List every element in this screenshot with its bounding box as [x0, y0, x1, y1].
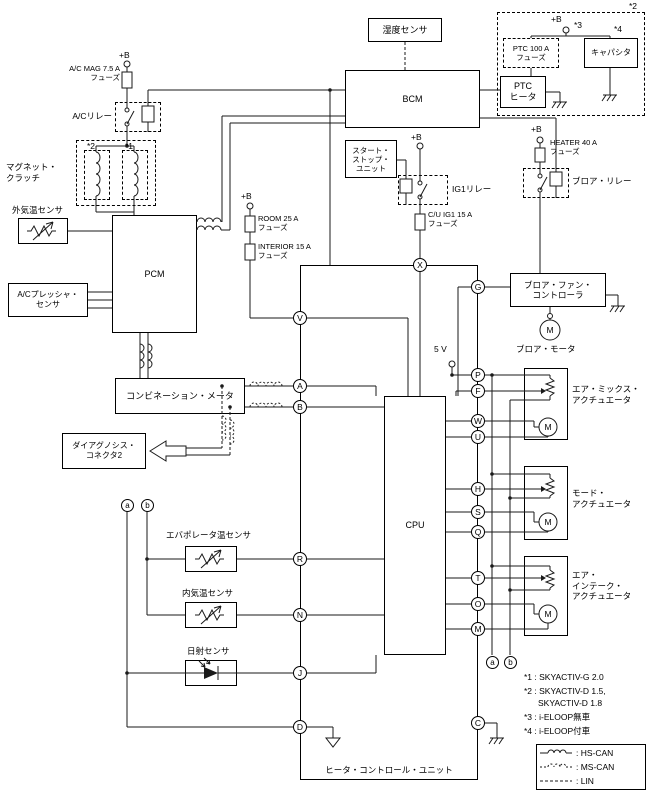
ac-mag-fuse-icon — [121, 71, 133, 89]
room-fuse-icon — [244, 215, 256, 233]
relay-icons — [124, 102, 563, 205]
cu-ig1-fuse-label: C/U IG1 15 A フューズ — [428, 210, 473, 229]
combination-meter-box: コンビネーション・メータ — [115, 378, 245, 414]
legend-lin-label: : LIN — [576, 776, 594, 786]
mode-actuator-box — [524, 466, 568, 540]
connector-f: F — [471, 384, 485, 398]
legend-ms-can-label: : MS-CAN — [576, 762, 615, 772]
star4-label: *4 — [614, 24, 623, 34]
ptc-option-dashed-box — [497, 12, 645, 116]
blower-fan-controller-box: ブロア・ファン・ コントローラ — [510, 273, 606, 307]
connector-g: G — [471, 280, 485, 294]
connector-t: T — [471, 571, 485, 585]
blower-motor-icon — [539, 319, 561, 341]
outside-temp-sensor-label: 外気温センサ — [12, 205, 64, 215]
ac-relay-label: A/Cリレー — [72, 111, 112, 121]
interior-temp-sensor-label: 内気温センサ — [182, 588, 234, 598]
capacitor-box: キャパシタ — [584, 38, 638, 68]
connector-j: J — [293, 666, 307, 680]
star2-corner-label: *2 — [629, 1, 638, 11]
connector-h: H — [471, 482, 485, 496]
ac-mag-fuse-label: A/C MAG 7.5 A フューズ — [69, 64, 120, 83]
blower-motor-terminal — [547, 313, 553, 319]
air-mix-actuator-box — [524, 368, 568, 440]
magnet-clutch-label: マグネット・ クラッチ — [6, 162, 58, 183]
connector-b: B — [293, 400, 307, 414]
humidity-sensor-box: 湿度センサ — [368, 18, 442, 42]
outside-temp-sensor-box — [18, 218, 68, 244]
clutch-star2-label: *2 — [87, 141, 96, 151]
cpu-box: CPU — [384, 396, 446, 655]
legend-box — [536, 744, 646, 790]
blower-motor-letter: M — [546, 325, 553, 335]
connector-s: S — [471, 505, 485, 519]
interior-temp-sensor-box — [185, 602, 237, 628]
air-mix-actuator-label: エア・ミックス・ アクチュエータ — [572, 384, 640, 405]
heater-control-unit-box — [300, 265, 478, 780]
ig1-relay-label: IG1リレー — [452, 184, 492, 194]
star3-label: *3 — [574, 20, 583, 30]
diagnosis-arrow-icon — [149, 440, 187, 462]
pcm-box: PCM — [112, 215, 197, 333]
connector-r: R — [293, 552, 307, 566]
plus-b-ptc: +B — [551, 14, 562, 24]
connector-a-small-left: a — [121, 499, 134, 512]
room-fuse-label: ROOM 25 A フューズ — [258, 214, 299, 233]
blower-relay-label: ブロア・リレー — [572, 176, 632, 186]
ac-pressure-sensor-box: A/Cプレッシャ・ センサ — [8, 283, 88, 317]
interior-fuse-label: INTERIOR 15 A フューズ — [258, 242, 311, 261]
mode-actuator-label: モード・ アクチュエータ — [572, 488, 632, 509]
clutch-star1-label: *1 — [125, 141, 134, 151]
connector-v: V — [293, 311, 307, 325]
blower-motor-label: ブロア・モータ — [516, 344, 576, 354]
heater-fuse-icon — [534, 147, 546, 163]
evaporator-temp-sensor-label: エバポレータ温センサ — [166, 530, 252, 540]
heater-control-unit-label: ヒータ・コントロール・ユニット — [325, 765, 453, 775]
plus-b-ac-mag: +B — [119, 50, 130, 60]
connector-p: P — [471, 368, 485, 382]
ptc-heater-box: PTC ヒータ — [500, 76, 546, 108]
sunlight-sensor-label: 日射センサ — [187, 646, 230, 656]
connector-n: N — [293, 608, 307, 622]
connector-u: U — [471, 430, 485, 444]
legend-hs-can-label: : HS-CAN — [576, 748, 614, 758]
note-2: *2 : SKYACTIV-D 1.5, — [524, 686, 606, 696]
blower-relay-box — [523, 168, 569, 198]
connector-b-small-left: b — [141, 499, 154, 512]
note-2b: SKYACTIV-D 1.8 — [538, 698, 603, 708]
note-1: *1 : SKYACTIV-G 2.0 — [524, 672, 604, 682]
plus-b-room: +B — [241, 191, 252, 201]
ac-relay-box — [115, 102, 161, 132]
connector-q: Q — [471, 525, 485, 539]
magnet-clutch-coil-right-box — [122, 150, 148, 200]
interior-fuse-icon — [244, 243, 256, 261]
cu-ig1-fuse-icon — [414, 213, 426, 231]
connector-o: O — [471, 597, 485, 611]
magnet-clutch-coil-left-box — [84, 150, 110, 200]
bcm-box: BCM — [345, 70, 480, 128]
heater-fuse-label: HEATER 40 A フューズ — [550, 138, 597, 157]
connector-b-small-right: b — [504, 656, 517, 669]
start-stop-unit-box: スタート・ ストップ・ ユニット — [345, 140, 397, 178]
air-intake-actuator-label: エア・ インテーク・ アクチュエータ — [572, 570, 632, 602]
sunlight-sensor-box — [185, 660, 237, 686]
diagnosis-connector-box: ダイアグノシス・ コネクタ2 — [62, 433, 146, 469]
five-v-label: 5 V — [434, 344, 447, 354]
connector-a: A — [293, 379, 307, 393]
connector-d: D — [293, 720, 307, 734]
air-intake-actuator-box — [524, 556, 568, 636]
plus-b-heater: +B — [531, 124, 542, 134]
connector-m: M — [471, 622, 485, 636]
ptc-fuse-box: PTC 100 A フューズ — [503, 38, 559, 68]
note-3: *3 : i-ELOOP無車 — [524, 712, 591, 722]
connector-x: X — [413, 258, 427, 272]
connector-a-small-right: a — [486, 656, 499, 669]
note-4: *4 : i-ELOOP付車 — [524, 726, 591, 736]
connector-c: C — [471, 716, 485, 730]
plus-b-ig1: +B — [411, 132, 422, 142]
evaporator-temp-sensor-box — [185, 546, 237, 572]
ig1-relay-box — [398, 175, 448, 205]
connector-w: W — [471, 414, 485, 428]
